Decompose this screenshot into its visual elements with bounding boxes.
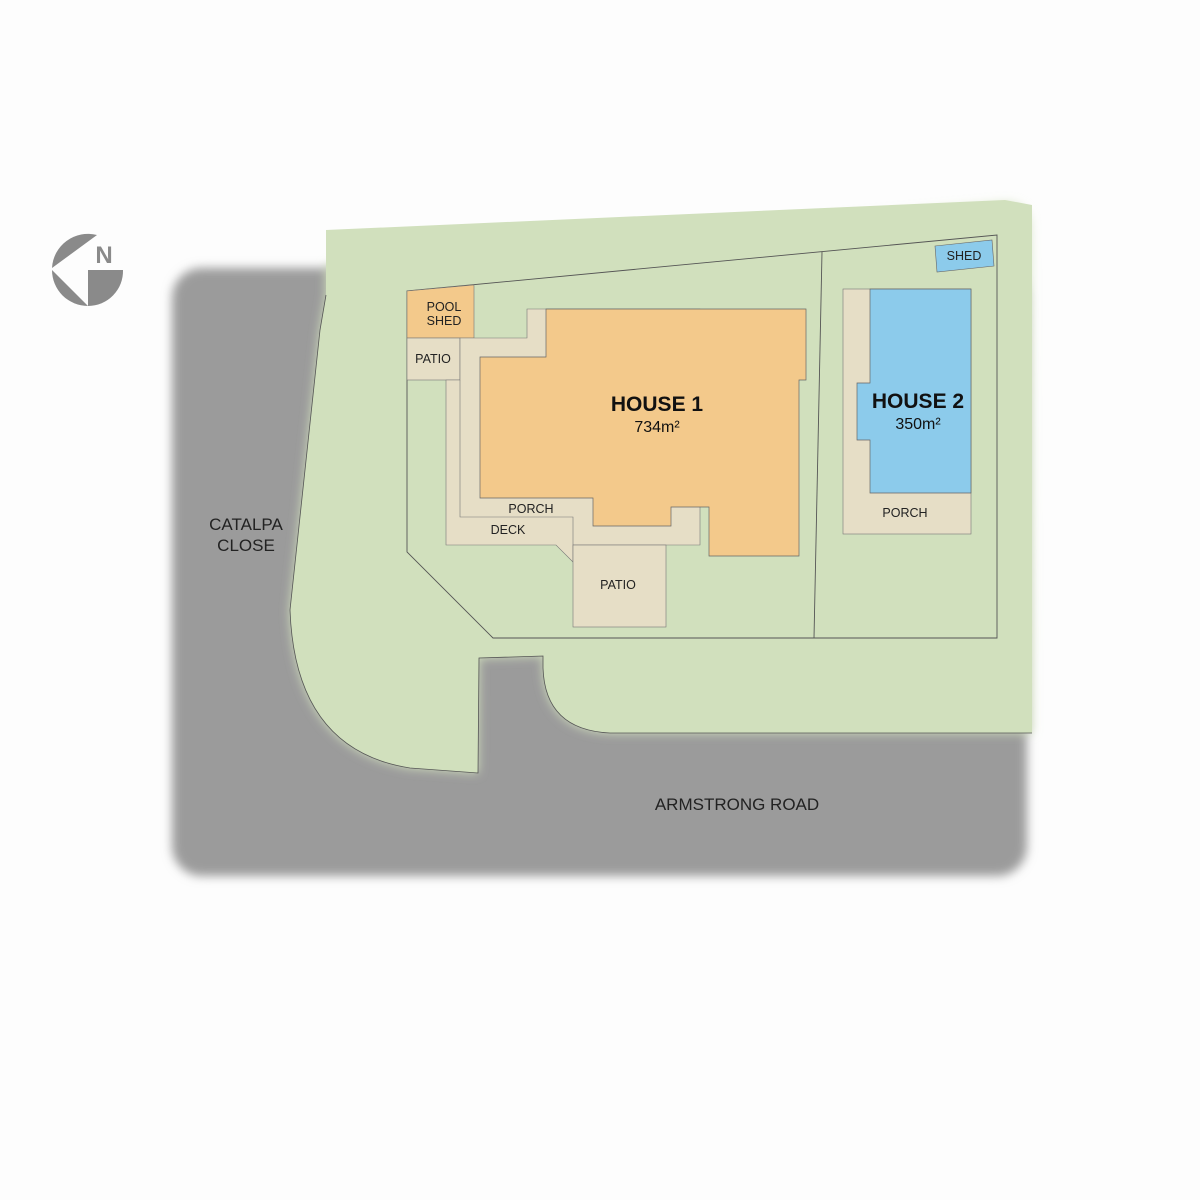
- property-boundary: [406, 234, 998, 639]
- pool-shed-label-1: POOL: [427, 300, 462, 314]
- porch-1-label: PORCH: [508, 502, 553, 516]
- compass-north-label: N: [95, 242, 112, 269]
- porch-2-label: PORCH: [882, 506, 927, 520]
- patio-left: [406, 337, 461, 381]
- north-compass-icon: N: [52, 233, 124, 306]
- armstrong-road-label: ARMSTRONG ROAD: [655, 795, 819, 814]
- house-1-area: 734m²: [634, 419, 680, 436]
- deck-label: DECK: [491, 523, 526, 537]
- house-1: [479, 308, 807, 557]
- house-2-title: HOUSE 2: [872, 390, 964, 413]
- patio-bottom-label: PATIO: [600, 578, 636, 592]
- pool-shed-label-2: SHED: [427, 314, 462, 328]
- lot-divider: [813, 251, 823, 639]
- shed-label: SHED: [947, 249, 982, 263]
- shed: [934, 239, 995, 273]
- patio-left-label: PATIO: [415, 352, 451, 366]
- house-2: [856, 288, 972, 494]
- catalpa-close-label-1: CATALPA: [209, 515, 283, 534]
- house-2-area: 350m²: [895, 416, 941, 433]
- catalpa-close-label-2: CLOSE: [217, 536, 275, 555]
- house-1-title: HOUSE 1: [611, 393, 704, 416]
- patio-bottom: [572, 544, 667, 628]
